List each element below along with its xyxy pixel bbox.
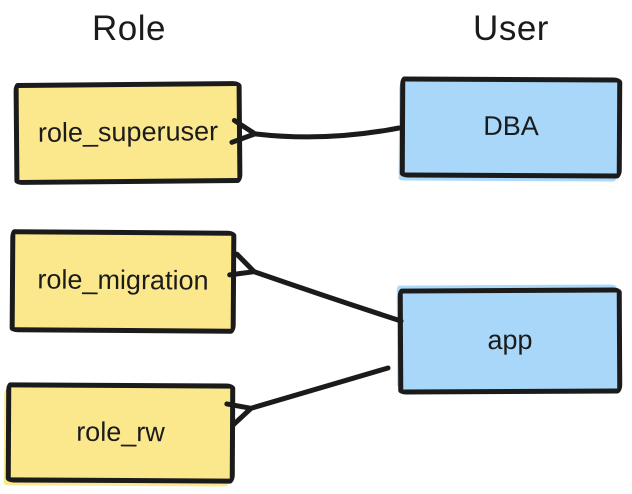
arrow-app-to-role-rw bbox=[224, 365, 391, 428]
node-app: app bbox=[397, 287, 623, 395]
arrow-dba-to-role-superuser bbox=[229, 117, 402, 145]
node-role-superuser-label: role_superuser bbox=[37, 115, 219, 148]
node-role-migration-label: role_migration bbox=[37, 264, 209, 296]
node-role-migration: role_migration bbox=[9, 229, 237, 334]
node-role-superuser: role_superuser bbox=[13, 81, 243, 185]
column-title-user: User bbox=[473, 9, 549, 48]
arrow-app-to-role-migration bbox=[227, 251, 404, 324]
node-role-rw-label: role_rw bbox=[76, 416, 165, 447]
node-app-label: app bbox=[487, 324, 533, 355]
node-role-rw: role_rw bbox=[5, 382, 236, 484]
node-dba: DBA bbox=[399, 76, 623, 179]
node-dba-label: DBA bbox=[483, 110, 539, 142]
column-title-role: Role bbox=[92, 9, 166, 48]
